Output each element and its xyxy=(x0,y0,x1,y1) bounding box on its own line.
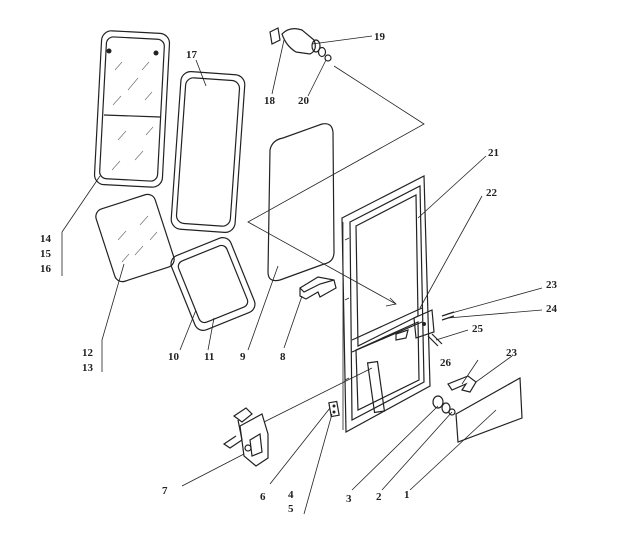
callout-22: 22 xyxy=(486,187,498,199)
part-large-glass xyxy=(267,123,335,282)
part-plate xyxy=(455,377,523,443)
callout-12: 12 xyxy=(82,347,94,359)
callout-labels: 19 18 20 17 21 22 14 15 16 23 24 25 12 1… xyxy=(40,31,558,515)
projection-lines xyxy=(247,65,425,423)
part-small-glass xyxy=(95,193,175,283)
callout-3: 3 xyxy=(346,493,352,505)
callout-24: 24 xyxy=(546,303,558,315)
callout-14: 14 xyxy=(40,233,52,245)
part-small-bracket xyxy=(328,400,340,418)
callout-18: 18 xyxy=(264,95,276,107)
callout-23-bottom: 23 xyxy=(506,347,518,359)
callout-25: 25 xyxy=(472,323,484,335)
callout-7: 7 xyxy=(162,485,168,497)
part-lock-mechanism xyxy=(222,407,269,467)
callout-17: 17 xyxy=(186,49,198,61)
callout-2: 2 xyxy=(376,491,382,503)
callout-6: 6 xyxy=(260,491,266,503)
callout-15: 15 xyxy=(40,248,52,260)
callout-16: 16 xyxy=(40,263,52,275)
leader-lines xyxy=(61,35,543,515)
callout-23-top: 23 xyxy=(546,279,558,291)
callout-8: 8 xyxy=(280,351,286,363)
callout-4: 4 xyxy=(288,489,294,501)
callout-10: 10 xyxy=(168,351,180,363)
part-door-frame xyxy=(341,175,431,434)
part-small-seal xyxy=(170,237,256,331)
callout-13: 13 xyxy=(82,362,94,374)
callout-19: 19 xyxy=(374,31,386,43)
callout-21: 21 xyxy=(488,147,499,159)
part-hinge-screws xyxy=(395,309,455,347)
part-window-assembly xyxy=(93,30,171,188)
part-knob-washer xyxy=(432,395,456,416)
callout-5: 5 xyxy=(288,503,294,515)
callout-11: 11 xyxy=(204,351,214,363)
callout-9: 9 xyxy=(240,351,246,363)
part-seal-frame xyxy=(170,71,246,233)
callout-1: 1 xyxy=(404,489,410,501)
part-lock-cylinder xyxy=(269,27,332,62)
part-latch-lever xyxy=(447,375,477,393)
callout-20: 20 xyxy=(298,95,310,107)
part-handle xyxy=(299,276,337,300)
callout-26: 26 xyxy=(440,357,452,369)
